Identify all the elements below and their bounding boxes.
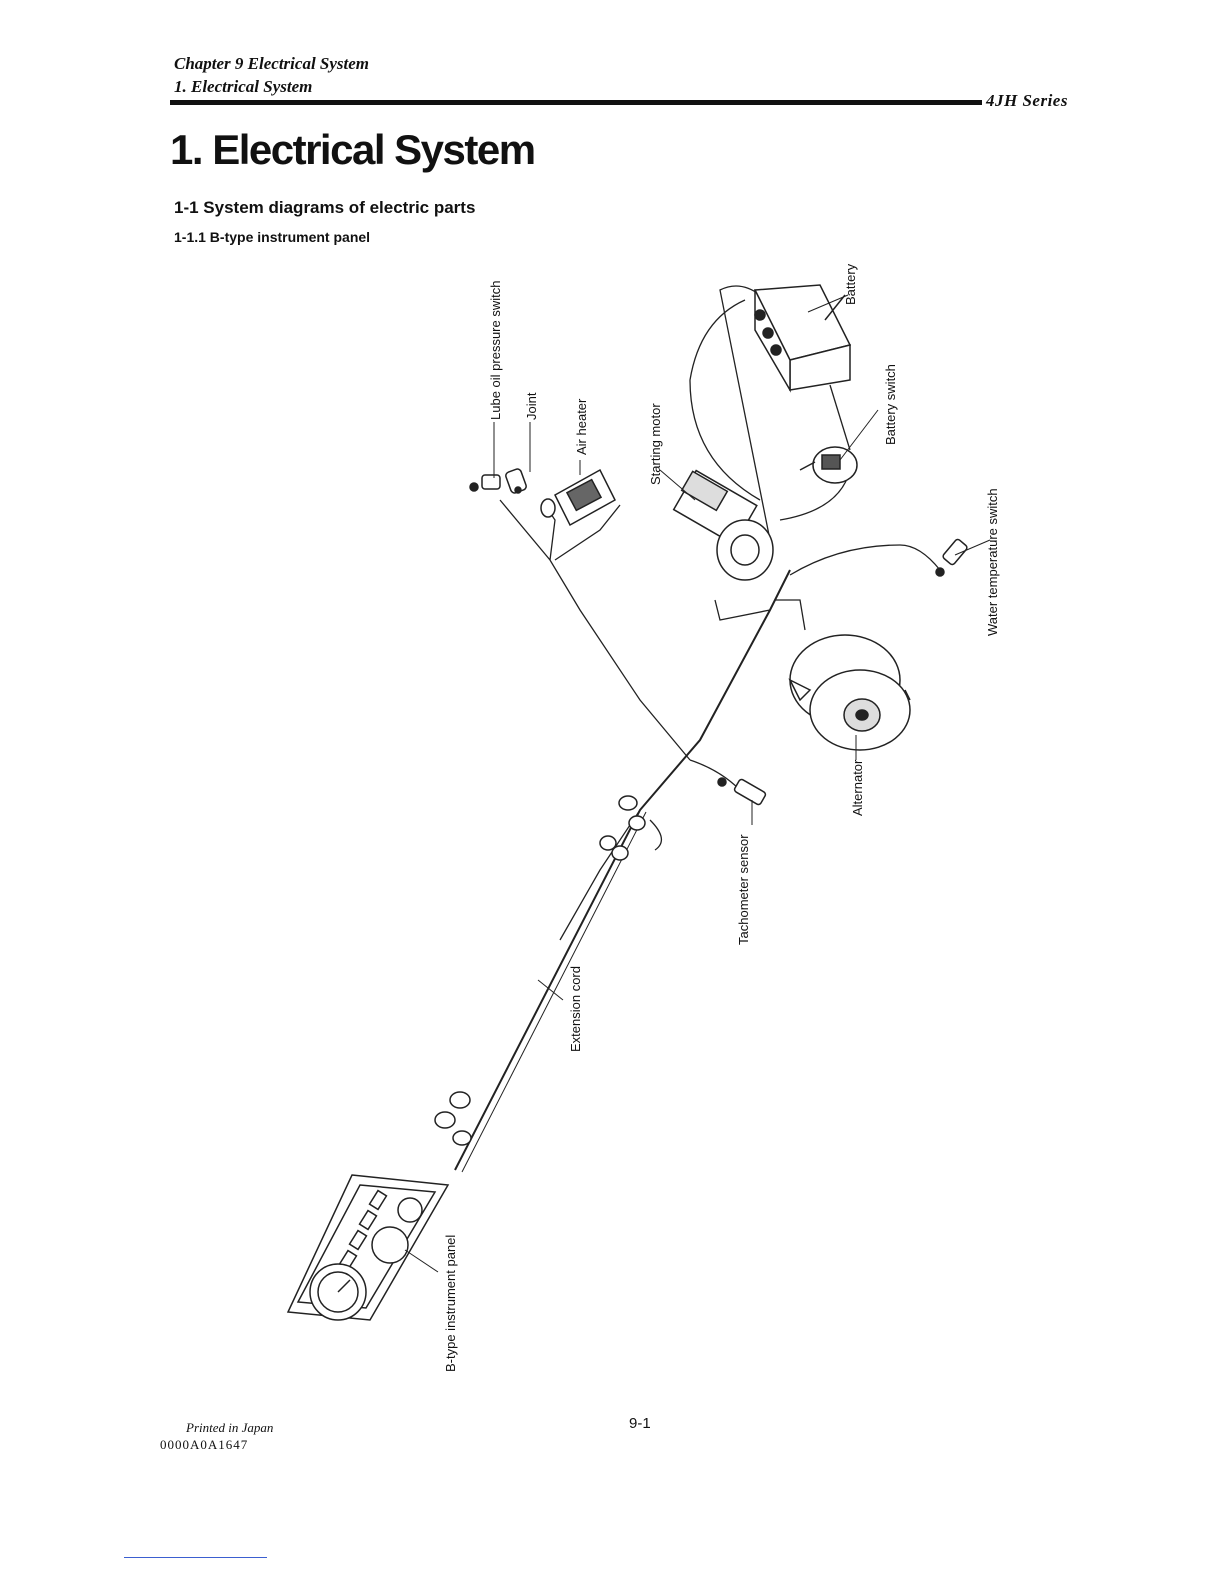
battery-cable <box>689 299 761 501</box>
label-lube-oil-pressure-switch: Lube oil pressure switch <box>488 281 503 420</box>
label-battery-switch: Battery switch <box>883 364 898 445</box>
label-extension-cord: Extension cord <box>568 966 583 1052</box>
subsubheading: 1-1.1 B-type instrument panel <box>174 229 371 245</box>
label-alternator: Alternator <box>850 759 865 816</box>
instrument-panel-drawing <box>286 1174 450 1321</box>
page-number: 9-1 <box>629 1415 651 1432</box>
harness-connectors <box>599 795 646 861</box>
battery-drawing <box>753 284 852 393</box>
joint-drawing <box>505 468 527 494</box>
leader-water-temp <box>954 539 991 556</box>
battery-switch-drawing <box>799 446 858 484</box>
leader-extension <box>537 979 564 1001</box>
starting-motor-drawing <box>672 469 774 581</box>
harness-trunk <box>454 569 791 1171</box>
footer-code: 0000A0A1647 <box>160 1437 249 1452</box>
harness-branch-sensors <box>499 499 691 761</box>
label-battery: Battery <box>843 263 858 305</box>
label-joint: Joint <box>524 392 539 420</box>
label-tachometer-sensor: Tachometer sensor <box>736 834 751 945</box>
header-section: 1. Electrical System <box>174 77 313 96</box>
footer-printed: Printed in Japan <box>186 1420 274 1435</box>
lube-oil-switch-drawing <box>469 474 501 492</box>
extension-connectors <box>434 1091 472 1146</box>
tachometer-sensor-drawing <box>717 777 767 806</box>
label-water-temperature-switch: Water temperature switch <box>985 488 1000 636</box>
water-temp-wire <box>789 544 941 576</box>
label-air-heater: Air heater <box>574 398 589 455</box>
alternator-drawing <box>788 634 911 751</box>
leader-starting-motor <box>659 469 696 501</box>
label-b-type-instrument-panel: B-type instrument panel <box>443 1235 458 1372</box>
header-chapter: Chapter 9 Electrical System <box>174 54 370 73</box>
leader-battery <box>807 294 849 313</box>
subheading: 1-1 System diagrams of electric parts <box>174 198 476 217</box>
label-starting-motor: Starting motor <box>648 403 663 485</box>
tacho-wire <box>689 759 741 791</box>
footer-link-underline <box>124 1557 267 1558</box>
header-rule <box>170 100 982 105</box>
leader-panel <box>404 1249 439 1273</box>
header-series: 4JH Series <box>986 91 1068 110</box>
leader-battery-switch <box>839 409 879 461</box>
page-title: 1. Electrical System <box>170 126 536 173</box>
water-temp-switch-drawing <box>935 538 968 577</box>
air-heater-drawing <box>540 468 616 527</box>
